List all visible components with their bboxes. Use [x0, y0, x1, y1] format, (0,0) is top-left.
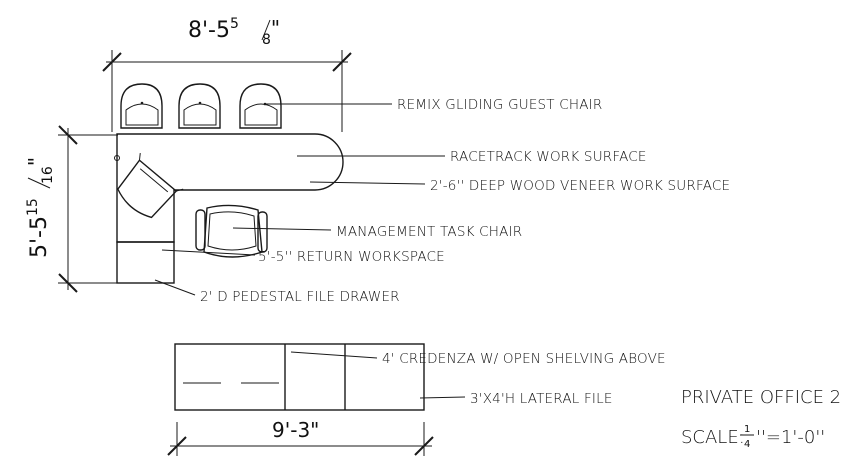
overall-width-main: 8'-5 — [188, 18, 230, 43]
guest-chair-2 — [178, 83, 221, 129]
overall-width-suffix: " — [271, 16, 280, 40]
callout-leaders — [154, 103, 466, 399]
svg-text:8": 8" — [262, 16, 280, 48]
pedestal-callout: 2' D PEDESTAL FILE DRAWER — [200, 289, 400, 305]
scale-value: ''=1'-0'' — [756, 427, 825, 448]
overall-width-label: 8'-55 — [188, 16, 239, 43]
callout-labels: REMIX GLIDING GUEST CHAIR RACETRACK WORK… — [200, 97, 730, 407]
top-dimension: 8'-55 8" — [102, 16, 352, 132]
lateral-file-callout: 3'X4'H LATERAL FILE — [470, 391, 613, 407]
overall-depth-den: 16 — [40, 166, 56, 184]
credenza-width-label: 9'-3" — [272, 418, 319, 442]
scale-label: SCALE: — [681, 427, 745, 448]
overall-depth-main: 5'-5 — [27, 216, 52, 258]
left-dimension: 5'-515 16" — [24, 125, 118, 293]
guest-chair-3 — [239, 83, 282, 129]
return-chair — [117, 153, 184, 219]
management-task-chair — [195, 204, 268, 258]
task-chair-callout: MANAGEMENT TASK CHAIR — [336, 224, 522, 240]
scale-denominator: 4 — [744, 439, 750, 450]
bottom-dimension: 9'-3" — [167, 418, 434, 456]
room-name: PRIVATE OFFICE 2 — [681, 387, 841, 408]
credenza-callout: 4' CREDENZA W/ OPEN SHELVING ABOVE — [382, 351, 666, 367]
overall-depth-label: 5'-515 — [25, 198, 52, 258]
overall-depth-num: 15 — [25, 198, 41, 216]
pedestal-file-drawer — [116, 241, 175, 284]
overall-depth-suffix: " — [24, 157, 48, 166]
title-block: PRIVATE OFFICE 2 SCALE: 1 4 ''=1'-0'' — [681, 387, 841, 450]
guest-chair-callout: REMIX GLIDING GUEST CHAIR — [397, 97, 602, 113]
guest-chair-1 — [120, 83, 163, 129]
veneer-surface-callout: 2'-6'' DEEP WOOD VENEER WORK SURFACE — [430, 178, 730, 194]
return-workspace-callout: 5'-5'' RETURN WORKSPACE — [258, 249, 445, 265]
credenza — [174, 343, 425, 411]
overall-width-den: 8 — [262, 32, 271, 48]
svg-text:16": 16" — [24, 157, 56, 184]
overall-width-num: 5 — [230, 16, 239, 32]
racetrack-callout: RACETRACK WORK SURFACE — [450, 149, 647, 165]
racetrack-work-surface — [114, 133, 344, 243]
scale-numerator: 1 — [744, 424, 750, 435]
